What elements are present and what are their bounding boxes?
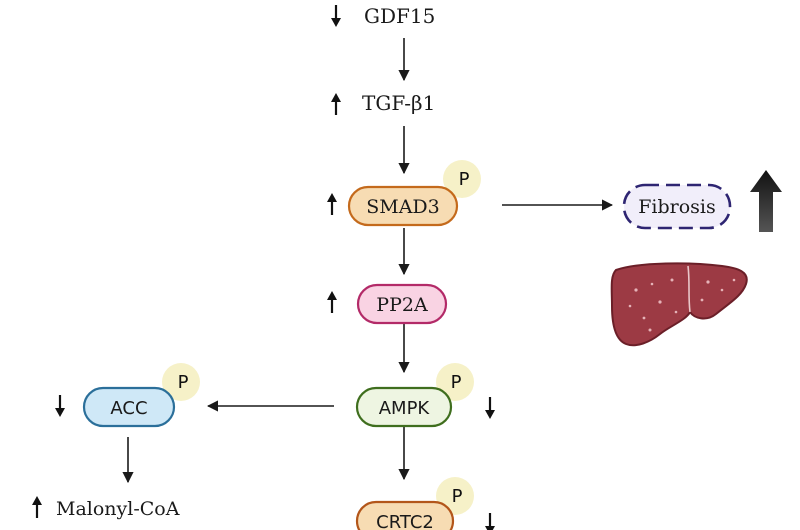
large-up-arrow-icon <box>750 170 782 232</box>
ampk-label: AMPK <box>379 398 431 419</box>
acc-phospho-label: P <box>178 372 189 393</box>
pp2a-pill <box>356 283 448 325</box>
ampk-phospho-label: P <box>451 372 462 393</box>
smad3-pill <box>347 185 459 227</box>
up-arrow-icon <box>327 193 337 215</box>
up-arrow-icon <box>32 496 42 518</box>
smad3-phospho-label: P <box>459 169 470 190</box>
node-ampk: AMPK P <box>355 363 495 428</box>
node-crtc2: CRTC2 P <box>355 477 495 530</box>
crtc2-pill <box>355 500 455 530</box>
smad3-label: SMAD3 <box>366 196 440 218</box>
down-arrow-icon <box>55 395 65 417</box>
fibrosis-pill <box>622 183 732 230</box>
node-fibrosis: Fibrosis <box>622 170 782 232</box>
node-tgfb1: TGF-β1 <box>331 91 435 115</box>
fibrosis-label: Fibrosis <box>638 196 716 218</box>
acc-pill <box>82 386 176 428</box>
up-arrow-icon <box>331 93 341 115</box>
down-arrow-icon <box>485 397 495 419</box>
acc-phospho-badge <box>162 363 200 401</box>
smad3-phospho-badge <box>443 160 481 198</box>
liver-icon <box>610 262 748 347</box>
node-smad3: SMAD3 P <box>327 160 481 227</box>
node-acc: ACC P <box>55 363 200 428</box>
pp2a-label: PP2A <box>376 294 428 316</box>
node-gdf15: GDF15 <box>331 4 435 28</box>
down-arrow-icon <box>331 5 341 27</box>
ampk-phospho-badge <box>436 363 474 401</box>
crtc2-label: CRTC2 <box>376 512 434 530</box>
up-arrow-icon <box>327 291 337 313</box>
ampk-pill <box>355 386 453 428</box>
tgfb1-label: TGF-β1 <box>362 91 435 115</box>
crtc2-phospho-label: P <box>452 486 463 507</box>
node-pp2a: PP2A <box>327 283 448 325</box>
gdf15-label: GDF15 <box>364 4 435 28</box>
node-malonyl-coa: Malonyl-CoA <box>32 496 180 520</box>
malonyl-coa-label: Malonyl-CoA <box>56 498 180 520</box>
acc-label: ACC <box>110 398 147 419</box>
down-arrow-icon <box>485 513 495 530</box>
